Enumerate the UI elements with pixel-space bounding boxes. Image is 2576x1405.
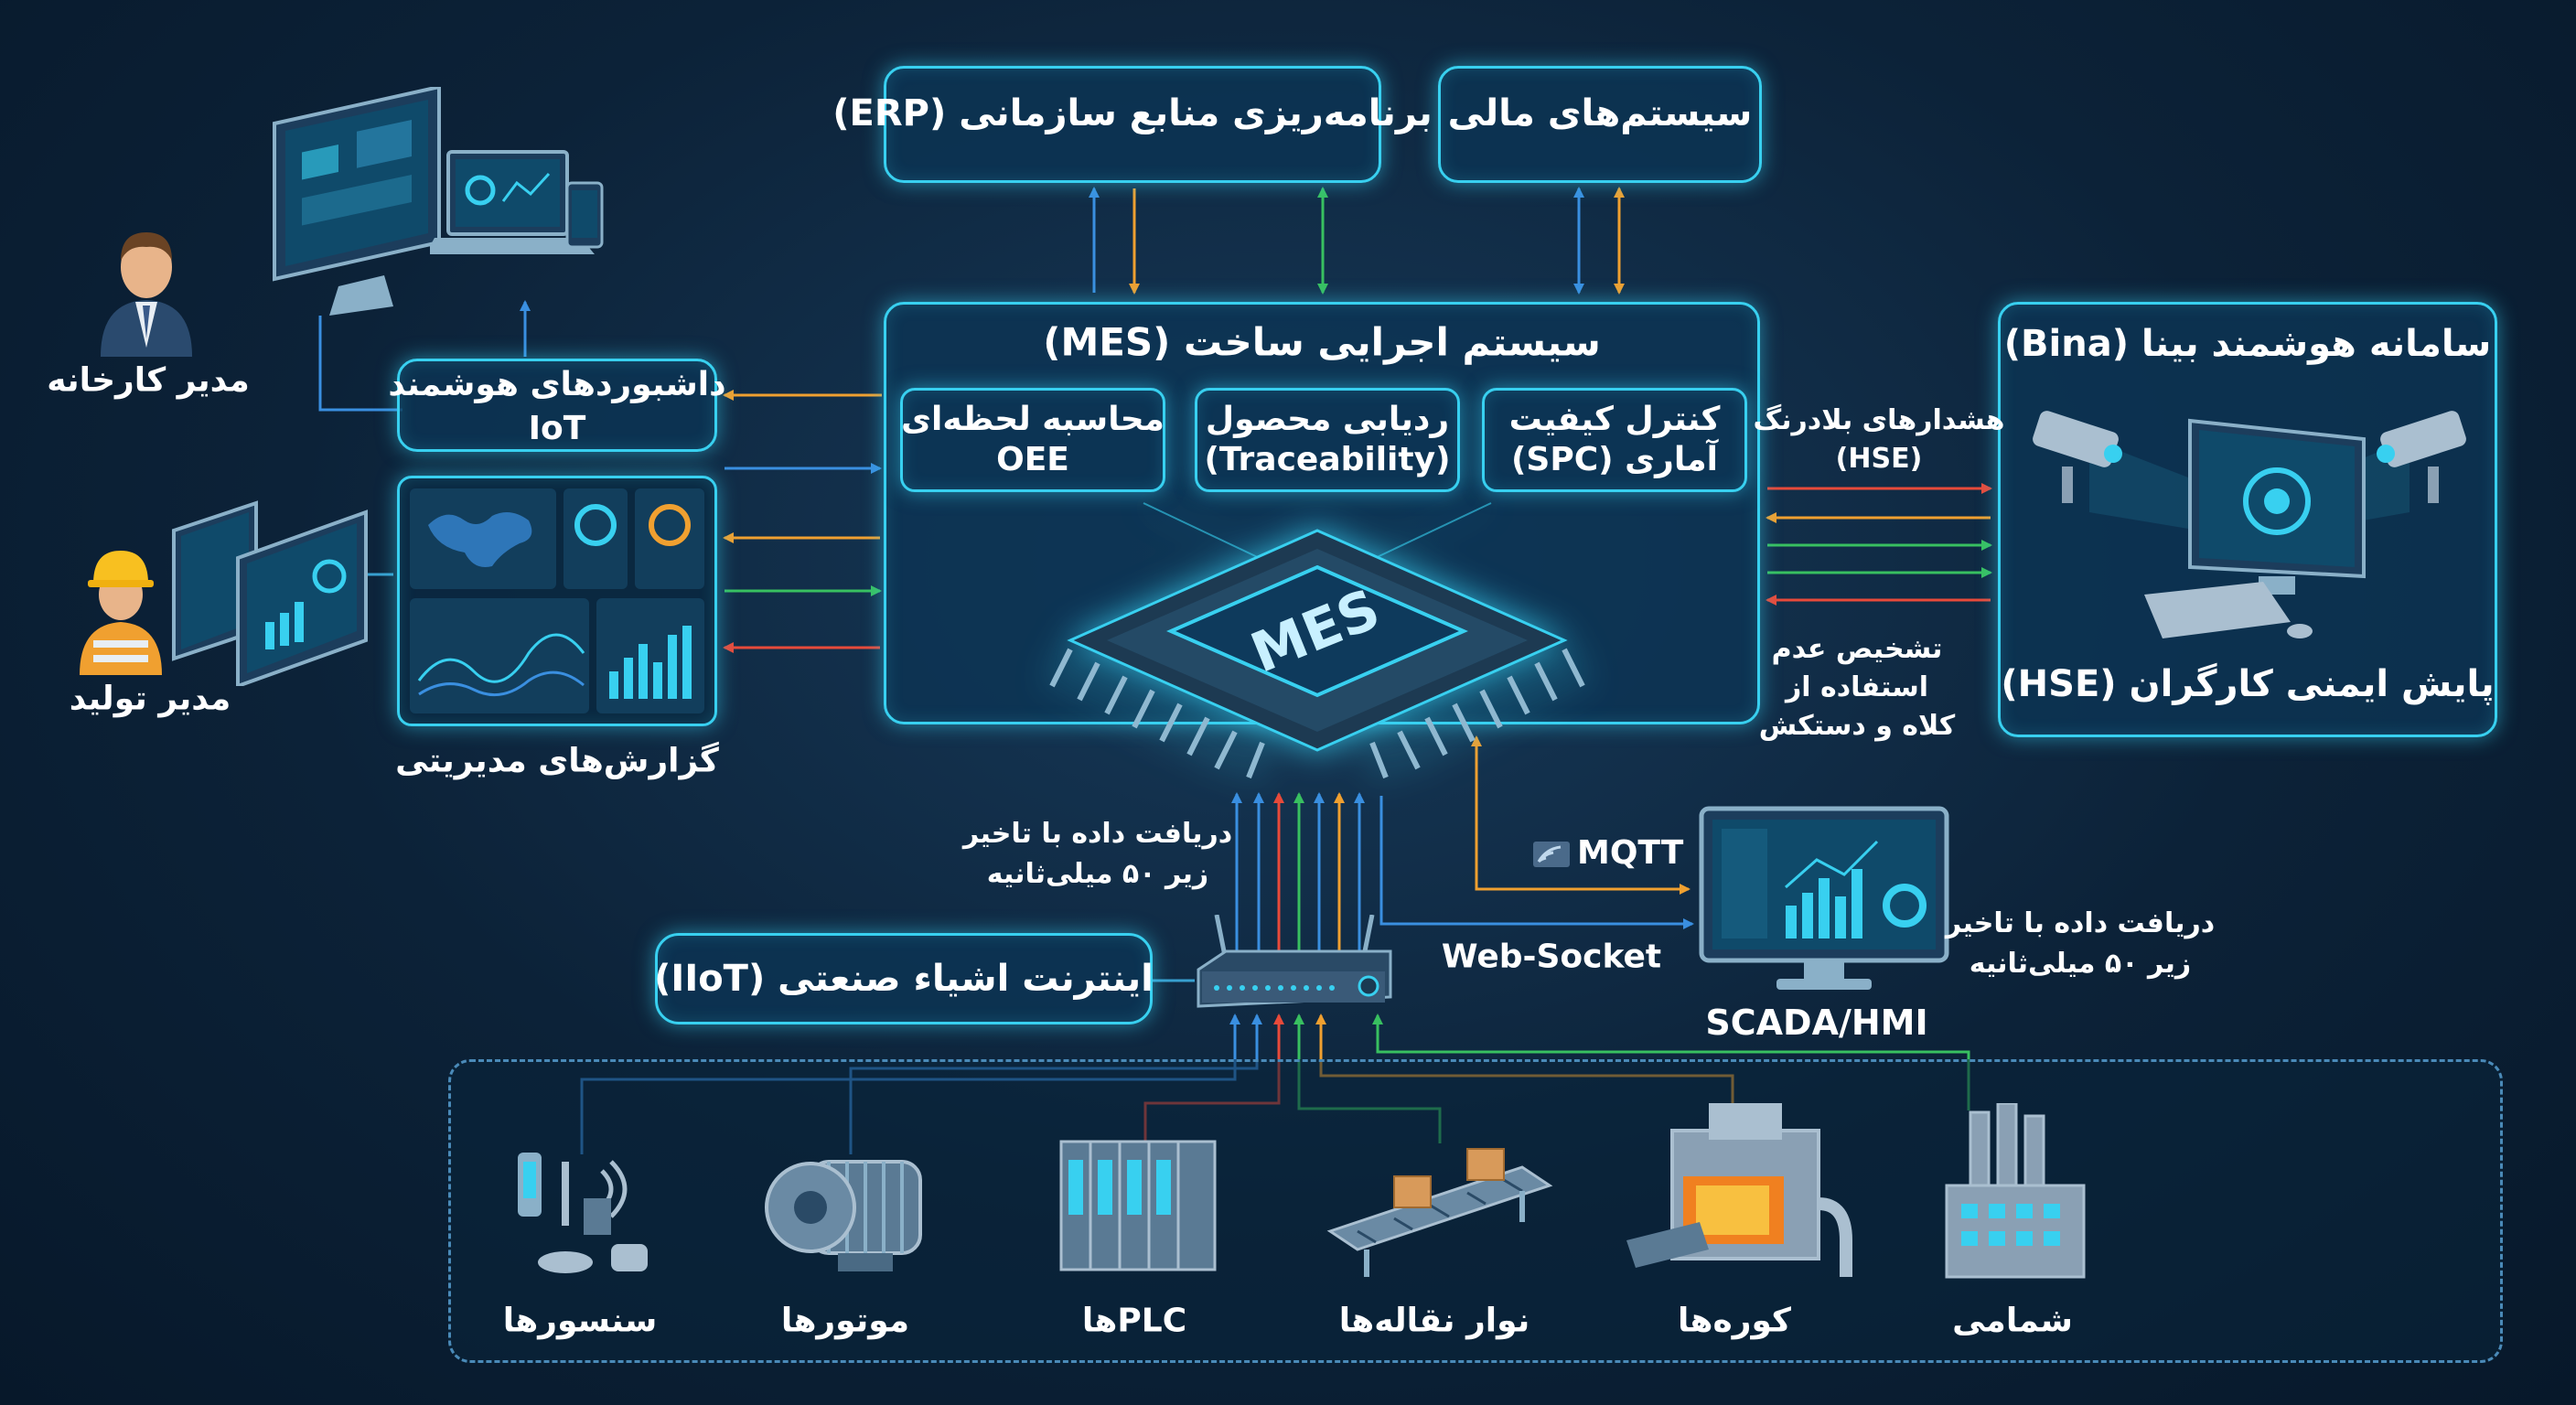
- latency-left-line2: زیر ۵۰ میلی‌ثانیه: [986, 858, 1209, 890]
- iot-dashboard-line2: IoT: [528, 410, 586, 447]
- latency-left-line1: دریافت داده با تاخیر: [962, 818, 1233, 850]
- device-label-plc: PLCها: [1081, 1302, 1187, 1340]
- device-label-conveyors: نوار نقاله‌ها: [1338, 1302, 1530, 1340]
- module-spc-line1: کنترل کیفیت: [1508, 401, 1721, 438]
- module-oee-line1: محاسبه لحظه‌ای: [901, 401, 1165, 438]
- latency-right-line2: زیر ۵۰ میلی‌ثانیه: [1969, 948, 2192, 980]
- erp-box[interactable]: [884, 66, 1381, 183]
- websocket-label: Web-Socket: [1441, 938, 1662, 976]
- hse-alerts-line2: (HSE): [1835, 443, 1923, 475]
- laptop-icon: [430, 150, 604, 254]
- plc-icon: [1059, 1140, 1217, 1271]
- iiot-label: اینترنت اشیاء صنعتی (IIoT): [654, 958, 1154, 1000]
- module-spc-line2: آماری (SPC): [1510, 441, 1719, 478]
- module-oee-line2: OEE: [996, 441, 1069, 478]
- scada-monitor-icon: [1699, 806, 1949, 990]
- helmet-detection-line2: استفاده از: [1786, 671, 1928, 703]
- helmet-detection-line3: کلاه و دستکش: [1758, 710, 1956, 742]
- helmet-detection-line1: تشخیص عدم: [1771, 633, 1943, 665]
- finance-box[interactable]: [1438, 66, 1762, 183]
- erp-label: برنامه‌ریزی منابع سازمانی (ERP): [832, 92, 1433, 134]
- chimney-factory-icon: [1945, 1103, 2086, 1279]
- latency-right-line1: دریافت داده با تاخیر: [1945, 907, 2216, 939]
- finance-label: سیستم‌های مالی: [1447, 92, 1753, 134]
- router-icon[interactable]: [1189, 915, 1400, 1015]
- iot-dashboard-box[interactable]: [397, 359, 717, 452]
- module-spc[interactable]: [1482, 388, 1747, 492]
- device-label-motors: موتورها: [780, 1302, 910, 1340]
- bina-title: سامانه هوشمند بینا (Bina): [2003, 323, 2492, 365]
- furnace-icon: [1626, 1103, 1852, 1277]
- device-label-chimney: شمامی: [1952, 1302, 2073, 1340]
- module-traceability-line1: ردیابی محصول: [1205, 401, 1450, 438]
- mqtt-label: MQTT: [1577, 834, 1684, 872]
- scada-label: SCADA/HMI: [1705, 1003, 1928, 1043]
- factory-manager-label: مدیر کارخانه: [47, 361, 250, 400]
- module-oee[interactable]: [900, 388, 1165, 492]
- tablet-screens-icon: [172, 500, 368, 686]
- conveyor-icon: [1326, 1148, 1553, 1277]
- factory-manager-avatar: [101, 232, 192, 357]
- production-manager-avatar: [80, 551, 162, 675]
- device-label-sensors: سنسورها: [502, 1302, 658, 1340]
- reports-dashboard-graphic: [410, 488, 704, 713]
- arrow-mes-to-scada-mqtt: [1475, 884, 1690, 895]
- motor-icon: [765, 1160, 922, 1271]
- iiot-box[interactable]: [655, 933, 1153, 1024]
- camera-right-icon: [2377, 411, 2466, 503]
- management-reports-label: گزارش‌های مدیریتی: [395, 742, 719, 780]
- iot-dashboard-line1: داشبوردهای هوشمند: [388, 366, 726, 403]
- mes-title: سیستم اجرایی ساخت (MES): [1043, 319, 1601, 365]
- module-traceability[interactable]: [1195, 388, 1460, 492]
- desktop-monitor-icon: [273, 87, 441, 316]
- hse-alerts-line1: هشدارهای بلادرنگ: [1753, 404, 2005, 436]
- module-traceability-line2: (Traceability): [1204, 441, 1451, 478]
- mqtt-signal-icon: [1533, 842, 1570, 867]
- bina-subtitle: پایش ایمنی کارگران (HSE): [2001, 663, 2495, 705]
- camera-left-icon: [2033, 411, 2122, 503]
- sensors-icon: [518, 1153, 648, 1273]
- device-label-furnaces: کوره‌ها: [1678, 1302, 1791, 1340]
- security-camera-monitor-icon: [2033, 411, 2466, 638]
- production-manager-label: مدیر تولید: [69, 680, 231, 718]
- mes-chip-icon: MES: [1049, 502, 1585, 779]
